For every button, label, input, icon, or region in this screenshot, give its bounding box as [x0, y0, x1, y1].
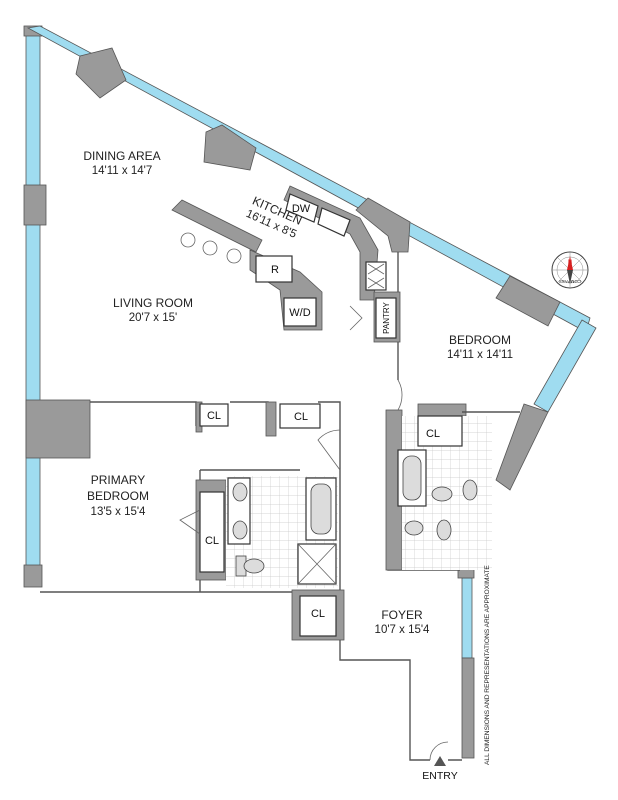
washer-dryer	[283, 297, 317, 327]
closet-2-label: CL	[294, 411, 308, 423]
closet-1-label: CL	[207, 410, 221, 422]
compass-north-label: N	[568, 260, 572, 266]
washer-dryer-label: W/D	[289, 307, 310, 319]
closet-3-label: CL	[205, 535, 219, 547]
door-swings	[179, 305, 449, 761]
closet-1	[199, 403, 229, 427]
dishwasher	[285, 193, 319, 223]
powder-toilet-icon	[436, 519, 452, 541]
kitchen-island	[171, 199, 263, 253]
east-column	[495, 403, 549, 491]
living-room-name: LIVING ROOM	[113, 296, 193, 310]
pantry-label: PANTRY	[382, 301, 391, 333]
dishwasher-label: DW	[292, 203, 311, 215]
bedroom-toilet-icon	[462, 479, 478, 501]
closet-2	[279, 403, 321, 429]
primary-sink-2-icon	[232, 520, 248, 540]
east-foyer-wall	[461, 657, 475, 759]
kitchen-sink-icon	[317, 207, 351, 237]
living-room-dims: 20'7 x 15'	[129, 312, 178, 324]
entry: ENTRY	[422, 756, 458, 782]
powder-sink-icon	[404, 520, 424, 536]
primary-sink-1-icon	[232, 482, 248, 502]
north-column-2	[203, 124, 257, 171]
west-window	[25, 29, 41, 586]
west-column	[23, 184, 47, 226]
west-wall-bottom	[23, 564, 43, 588]
cooktop-icon	[365, 261, 387, 291]
primary-toilet-icon	[243, 558, 265, 574]
compass-needle-icon	[567, 256, 573, 270]
closet-5-label: CL	[311, 608, 325, 620]
entry-arrow-icon	[434, 756, 446, 766]
primary-bedroom-name-2: BEDROOM	[87, 489, 149, 503]
primary-bedroom-dims: 13'5 x 15'4	[91, 506, 147, 518]
kitchen-appliances: DW R W/D PANTRY	[180, 193, 397, 339]
bedroom-sink-icon	[431, 486, 453, 502]
foyer-dims: 10'7 x 15'4	[375, 624, 431, 636]
stool-2-icon	[202, 240, 218, 256]
closets: CL CL CL CL CL	[199, 403, 463, 637]
primary-bedroom-top-wall	[25, 399, 91, 459]
north-column-3	[355, 197, 411, 253]
dining-area-dims: 14'11 x 14'7	[92, 165, 152, 177]
compass-word-label: COMPASS	[559, 279, 581, 284]
stool-1-icon	[180, 232, 196, 248]
north-column-1	[75, 47, 127, 99]
east-lower-window	[461, 577, 473, 659]
northeast-column	[495, 275, 561, 327]
stool-3-icon	[226, 248, 242, 264]
closet-3	[199, 491, 225, 573]
closet-4-label: CL	[426, 428, 440, 440]
dining-area-name: DINING AREA	[83, 149, 160, 163]
entry-label: ENTRY	[422, 770, 457, 782]
bedroom-dims: 14'11 x 14'11	[447, 349, 513, 361]
closet-5	[299, 595, 337, 637]
east-diagonal-window	[533, 319, 597, 413]
pantry	[375, 297, 397, 339]
closet-4	[417, 415, 463, 447]
primary-bedroom-name-1: PRIMARY	[91, 473, 145, 487]
disclaimer: ALL DIMENSIONS AND REPRESENTATIONS ARE A…	[484, 565, 491, 765]
compass: N COMPASS	[551, 251, 589, 289]
bedroom-closet-wall	[417, 403, 467, 417]
bedroom-name: BEDROOM	[449, 333, 511, 347]
foyer-name: FOYER	[381, 608, 423, 622]
refrigerator-label: R	[271, 264, 279, 276]
refrigerator	[255, 255, 293, 283]
closet-divider-2	[265, 401, 277, 437]
exterior-window-walls	[23, 25, 597, 759]
